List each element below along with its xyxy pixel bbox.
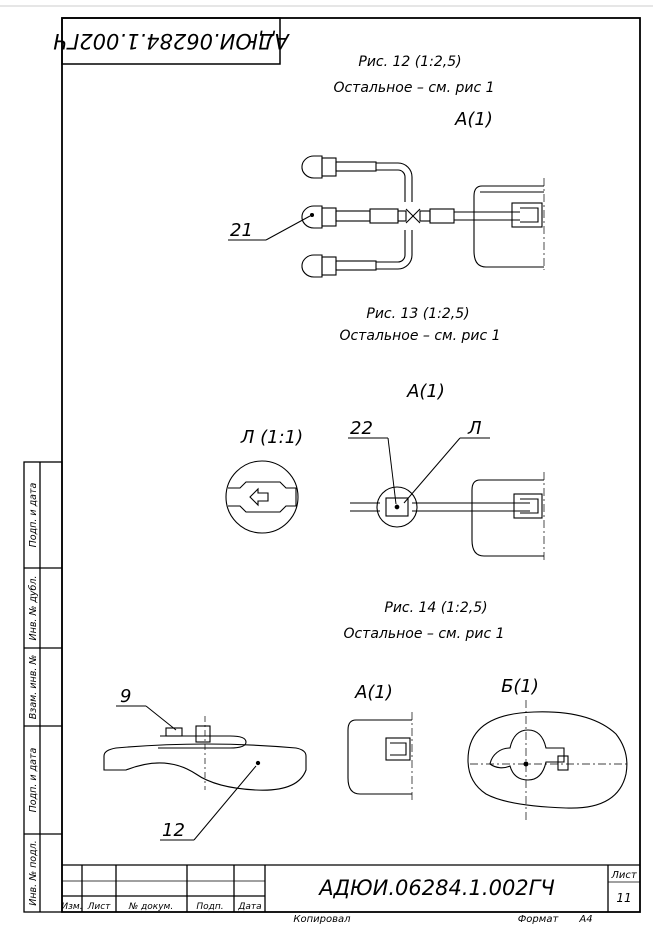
fig14-callout-9-leader	[145, 705, 177, 731]
footer-copied: Копировал	[293, 914, 351, 925]
side-label-sign-date-1: Подп. и дата	[28, 482, 39, 547]
col-izm: Изм.	[61, 902, 82, 912]
fig13-view-drawing	[350, 472, 545, 560]
fig14-view-a-drawing	[347, 712, 413, 800]
footer-format-label: Формат	[518, 914, 560, 925]
title-designation: АДЮИ.06284.1.002ГЧ	[317, 876, 555, 900]
fig13-view-label: А(1)	[406, 381, 445, 402]
title-sheet-number: 11	[616, 891, 631, 905]
fig14-side-drawing	[103, 716, 307, 791]
footer-format-value: А4	[578, 914, 592, 925]
fig13-caption: Рис. 13 (1:2,5)	[366, 306, 469, 322]
fig13-callout-22: 22	[350, 418, 373, 439]
fig14-view-b-label: Б(1)	[501, 676, 539, 697]
title-sheet-label: Лист	[610, 870, 638, 881]
fig14-callout-12-leader	[193, 765, 257, 841]
side-label-orig-inv: Инв. № подл.	[28, 840, 39, 906]
side-label-replace-inv: Взам. инв. №	[28, 655, 39, 720]
fig14-view-a-label: А(1)	[354, 682, 393, 703]
fig14-caption: Рис. 14 (1:2,5)	[384, 600, 487, 616]
fig14-callout-9: 9	[120, 686, 131, 707]
fig12-callout-21: 21	[230, 220, 253, 241]
lamp-bottom	[301, 254, 377, 278]
drawing-frame	[61, 17, 641, 913]
title-block	[62, 864, 640, 912]
col-list: Лист	[87, 902, 112, 912]
side-label-dup-inv: Инв. № дубл.	[28, 576, 39, 641]
fig14-view-b-drawing	[467, 700, 630, 820]
lamp-middle	[301, 205, 337, 229]
fig12-harness-drawing	[301, 155, 545, 278]
fig12-caption: Рис. 12 (1:2,5)	[358, 54, 461, 70]
fig13-note: Остальное – см. рис 1	[339, 328, 500, 344]
fig12-callout-leader	[265, 215, 311, 241]
fig14-note: Остальное – см. рис 1	[343, 626, 504, 642]
fig13-callout-22-leader	[387, 437, 397, 505]
lamp-top	[301, 155, 377, 179]
fig13-callout-l-leader	[403, 437, 461, 504]
fig12-note: Остальное – см. рис 1	[333, 80, 494, 96]
rotated-stamp-code: АДЮИ.06284.1.002ГЧ	[53, 29, 291, 53]
fig12-view-label: А(1)	[454, 109, 493, 130]
side-strip	[23, 461, 63, 913]
fig13-detail-circle	[225, 460, 299, 534]
col-date: Дата	[237, 902, 261, 912]
fig13-detail-label: Л (1:1)	[240, 427, 303, 448]
fig14-callout-12: 12	[162, 820, 185, 841]
col-doc-number: № докум.	[128, 902, 173, 912]
rotated-stamp-box	[61, 17, 281, 65]
side-label-sign-date-2: Подп. и дата	[28, 747, 39, 812]
fig13-callout-l: Л	[467, 418, 482, 439]
col-sign: Подп.	[196, 902, 223, 912]
